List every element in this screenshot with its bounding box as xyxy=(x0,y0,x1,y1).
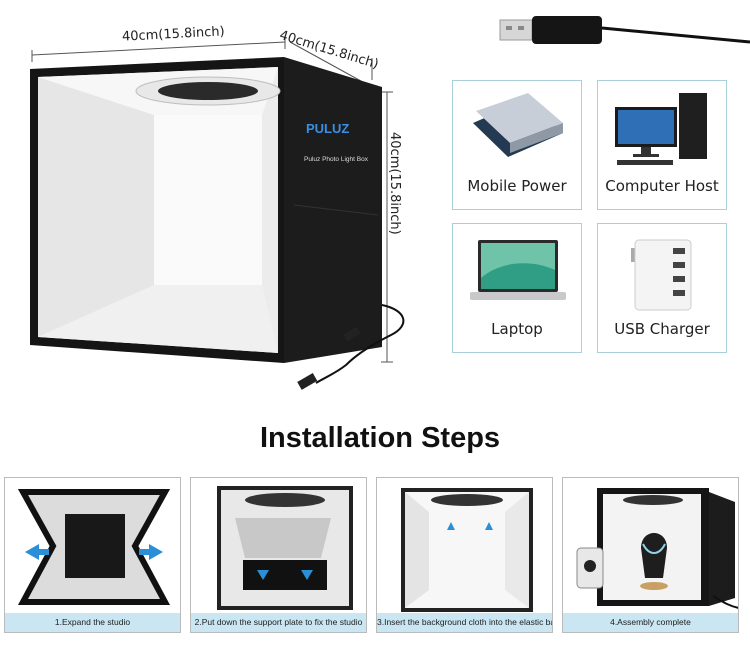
background-cloth-illustration xyxy=(401,488,533,612)
installation-step-1: 1.Expand the studio xyxy=(4,477,181,633)
installation-step-2: 2.Put down the support plate to fix the … xyxy=(190,477,367,633)
step-caption: 3.Insert the background cloth into the e… xyxy=(377,613,552,632)
brand-logo: PULUZ xyxy=(306,121,349,136)
desktop-computer-icon xyxy=(615,93,707,165)
power-source-card-mobile-power: Mobile Power xyxy=(452,80,582,210)
power-source-card-computer-host: Computer Host xyxy=(597,80,727,210)
usb-charger-icon xyxy=(631,239,692,311)
expand-studio-illustration xyxy=(17,489,171,605)
height-dimension-label: 40cm(15.8inch) xyxy=(387,132,402,235)
installation-step-3: 3.Insert the background cloth into the e… xyxy=(376,477,553,633)
dimension-lines xyxy=(31,37,393,363)
model-text: Puluz Photo Light Box xyxy=(304,156,369,163)
arrow-up-icon xyxy=(485,522,493,530)
arrow-right-icon xyxy=(149,544,163,560)
arrow-up-icon xyxy=(447,522,455,530)
installation-step-4: 4.Assembly complete xyxy=(562,477,739,633)
support-plate-illustration xyxy=(217,486,353,610)
power-source-label: Computer Host xyxy=(605,177,719,195)
arrow-down-icon xyxy=(257,570,269,580)
power-source-card-laptop: Laptop xyxy=(452,223,582,353)
arrow-left-icon xyxy=(25,544,39,560)
installation-steps-title: Installation Steps xyxy=(259,422,501,454)
power-source-label: Mobile Power xyxy=(467,177,567,195)
laptop-icon xyxy=(470,240,566,300)
power-source-label: Laptop xyxy=(491,320,543,338)
power-source-label: USB Charger xyxy=(614,320,710,338)
assembly-complete-illustration xyxy=(576,488,738,609)
step-caption: 2.Put down the support plate to fix the … xyxy=(191,613,366,632)
power-source-card-usb-charger: USB Charger xyxy=(597,223,727,353)
light-box-illustration: PULUZ Puluz Photo Light Box xyxy=(30,57,405,390)
power-bank-icon xyxy=(473,93,563,157)
step-caption: 1.Expand the studio xyxy=(5,613,180,632)
usb-cable-icon xyxy=(499,16,750,44)
step-caption: 4.Assembly complete xyxy=(563,613,738,632)
arrow-down-icon xyxy=(301,570,313,580)
